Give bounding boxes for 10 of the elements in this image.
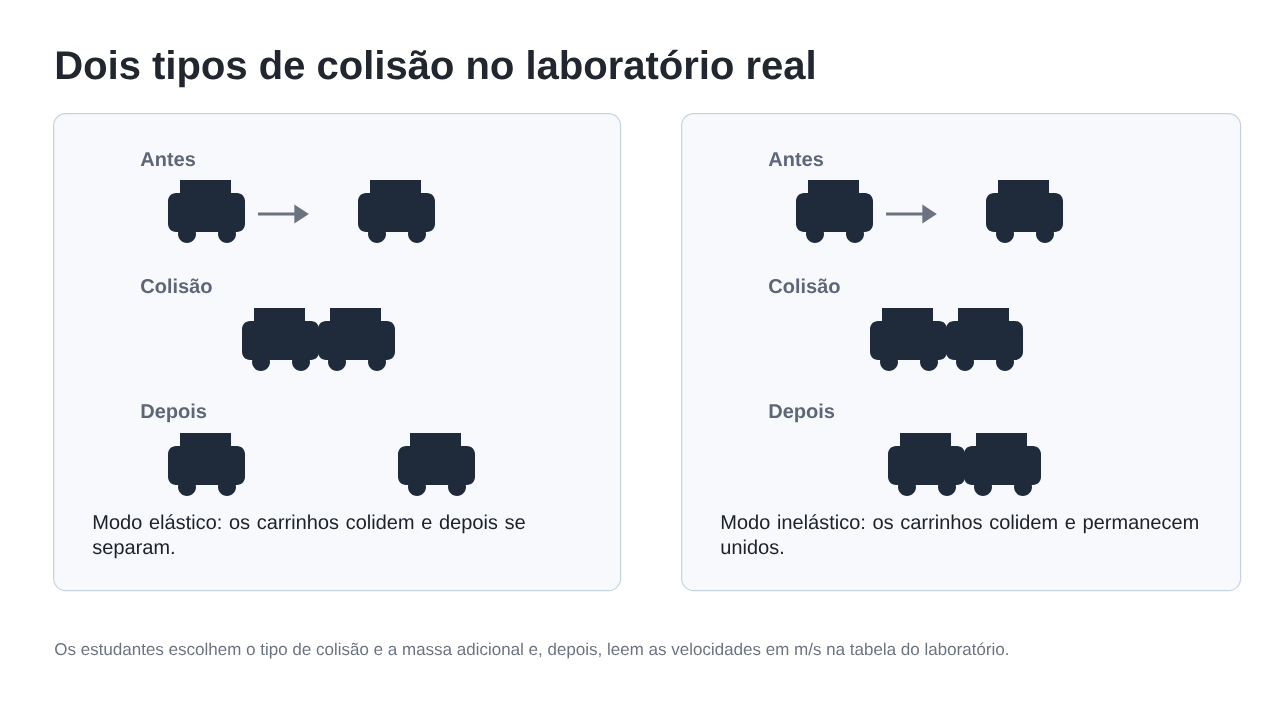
section-heading: Colisão [769,278,840,294]
section-heading: Depois [769,403,835,423]
description: Modo inelástico: os carrinhos colidem e permanecem unidos. [721,514,1198,555]
description: Modo elástico: os carrinhos colidem e depois se separam. [92,514,525,559]
title: Dois tipos de colisão no laboratório real [56,49,814,88]
section-heading: Depois [141,403,207,423]
section-heading: Antes [768,152,823,167]
section-heading: Colisão [141,278,212,294]
caption: Os estudantes escolhem o tipo de colisão e a massa adicional e, depois, leem as velocidades em m/s na tabela do laboratório. [55,642,1008,659]
section-heading: Antes [140,152,195,167]
